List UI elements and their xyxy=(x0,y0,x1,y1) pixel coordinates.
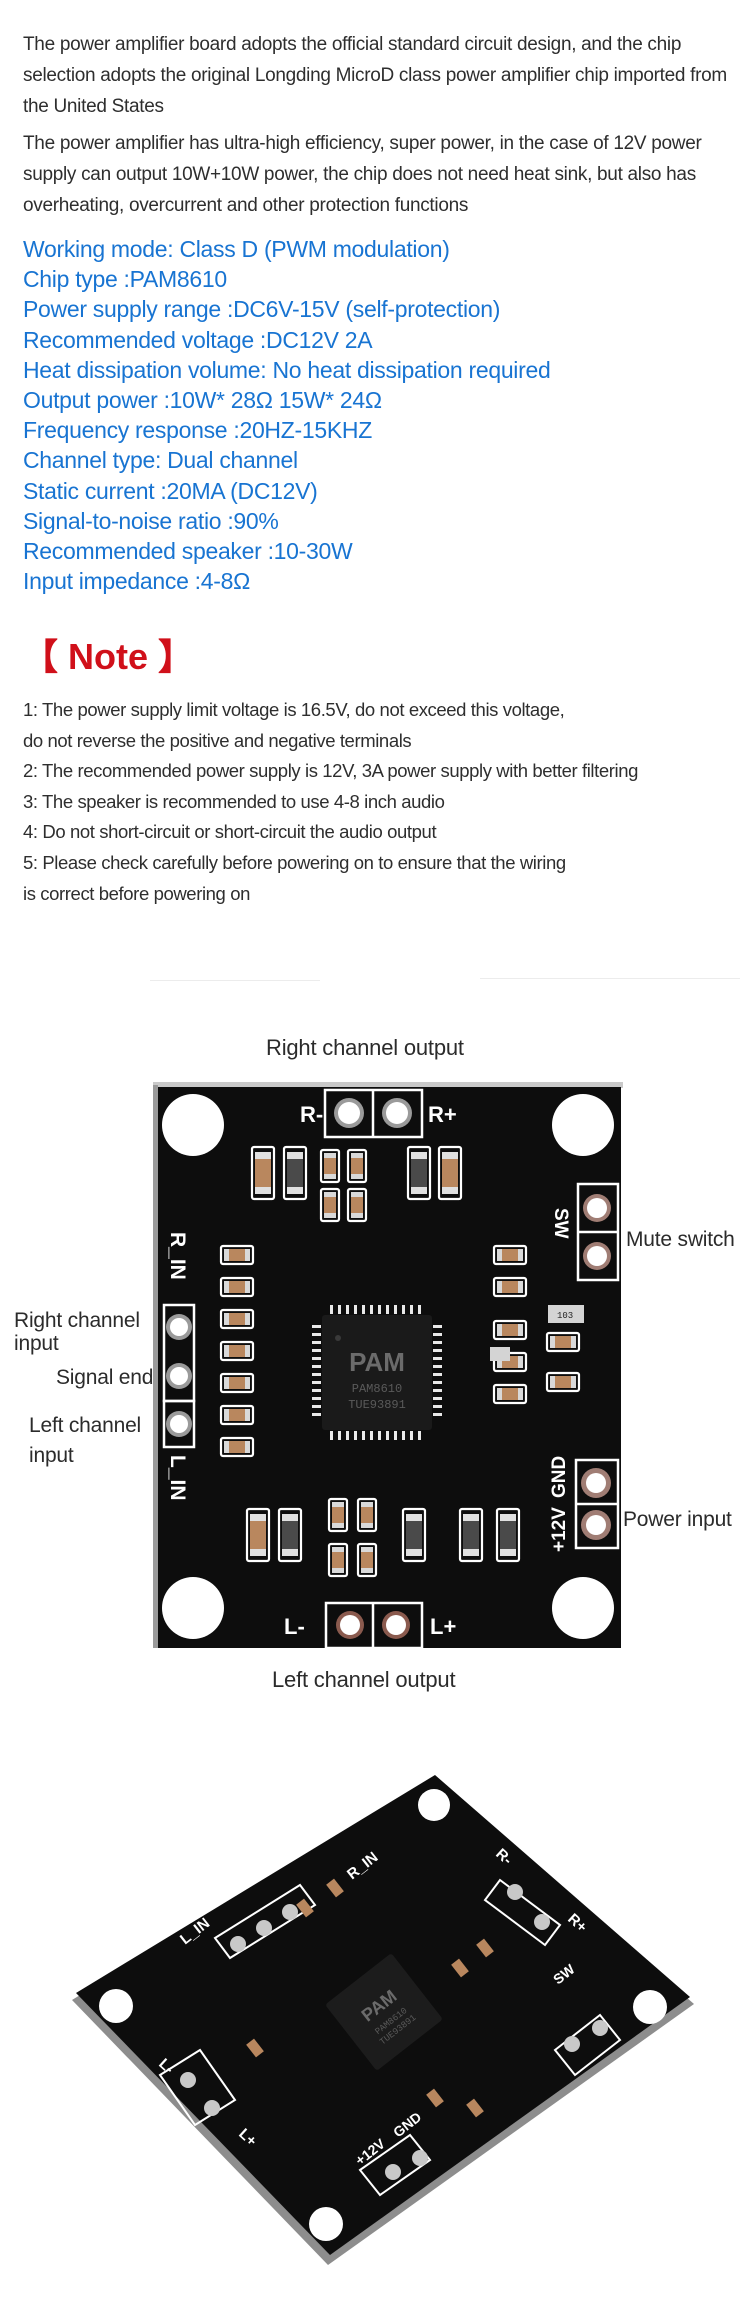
note-line: is correct before powering on xyxy=(23,882,250,904)
mounting-hole xyxy=(162,1094,224,1156)
mounting-hole xyxy=(418,1789,450,1821)
divider xyxy=(480,978,740,979)
spec-recommended-speaker: Recommended speaker :10-30W xyxy=(23,538,353,565)
chip-batch: TUE93891 xyxy=(348,1398,406,1412)
label-right-channel-input-line1: Right channel xyxy=(14,1309,140,1332)
chip-logo: PAM xyxy=(349,1347,405,1377)
board-edge xyxy=(153,1082,623,1088)
pam8610-chip: PAM PAM8610 TUE93891 xyxy=(312,1305,442,1440)
spec-snr: Signal-to-noise ratio :90% xyxy=(23,507,279,534)
spec-working-mode: Working mode: Class D (PWM modulation) xyxy=(23,236,450,262)
label-right-channel-input-line2: input xyxy=(14,1332,59,1355)
label-mute-switch: Mute switch xyxy=(626,1228,735,1251)
note-heading: 【 Note 】 xyxy=(22,636,195,677)
spec-input-impedance: Input impedance :4-8Ω xyxy=(23,568,250,595)
silk-12v: +12V xyxy=(549,1507,570,1552)
mounting-hole xyxy=(99,1989,133,2023)
spec-recommended-voltage: Recommended voltage :DC12V 2A xyxy=(23,326,373,353)
spec-list: Working mode: Class D (PWM modulation) C… xyxy=(23,234,551,596)
silk-l-minus: L- xyxy=(284,1614,305,1639)
spec-chip-type: Chip type :PAM8610 xyxy=(23,266,227,293)
note-line: 3: The speaker is recommended to use 4-8… xyxy=(23,790,445,812)
spec-power-supply-range: Power supply range :DC6V-15V (self-prote… xyxy=(23,296,501,323)
silk-gnd: GND xyxy=(549,1456,570,1498)
spec-static-current: Static current :20MA (DC12V) xyxy=(23,477,318,504)
label-right-channel-output: Right channel output xyxy=(266,1035,464,1060)
resistor-r27 xyxy=(490,1347,510,1361)
silk-r-plus: R+ xyxy=(428,1102,457,1127)
resistor-103 xyxy=(548,1305,584,1323)
mounting-hole xyxy=(552,1094,614,1156)
mounting-hole xyxy=(552,1577,614,1639)
note-line: 5: Please check carefully before powerin… xyxy=(23,851,566,873)
label-signal-end: Signal end xyxy=(56,1366,154,1389)
silk-resistor-103: 103 xyxy=(557,1311,573,1321)
intro-paragraph-1: The power amplifier board adopts the off… xyxy=(23,34,727,117)
label-left-channel-output: Left channel output xyxy=(272,1667,456,1692)
spec-channel-type: Channel type: Dual channel xyxy=(23,447,298,474)
note-line: 4: Do not short-circuit or short-circuit… xyxy=(23,821,437,843)
mounting-hole xyxy=(633,1990,667,2024)
board-top-view: R- R+ 103 xyxy=(153,1082,623,1650)
label-left-channel-input-line2: input xyxy=(29,1444,74,1467)
note-line: 1: The power supply limit voltage is 16.… xyxy=(23,699,565,720)
silk-l-plus: L+ xyxy=(430,1614,456,1639)
intro-paragraph-2: The power amplifier has ultra-high effic… xyxy=(23,133,702,216)
board-edge xyxy=(153,1085,158,1648)
perspective-chip xyxy=(326,1954,442,2070)
spec-frequency-response: Frequency response :20HZ-15KHZ xyxy=(23,417,372,444)
divider xyxy=(150,980,320,981)
label-power-input: Power input xyxy=(623,1508,732,1531)
silk-r-minus: R- xyxy=(300,1102,323,1127)
note-list: 1: The power supply limit voltage is 16.… xyxy=(23,695,750,909)
silk-l-in: L_IN xyxy=(166,1455,189,1501)
mounting-hole xyxy=(309,2207,343,2241)
note-line: do not reverse the positive and negative… xyxy=(23,729,412,751)
silk-r-in: R_IN xyxy=(166,1232,189,1280)
label-left-channel-input-line1: Left channel xyxy=(29,1414,142,1437)
silk-sw: SW xyxy=(550,1208,571,1239)
spec-output-power: Output power :10W* 28Ω 15W* 24Ω xyxy=(23,387,382,414)
chip-model: PAM8610 xyxy=(352,1382,402,1396)
spec-heat-dissipation: Heat dissipation volume: No heat dissipa… xyxy=(23,356,551,383)
mounting-hole xyxy=(162,1577,224,1639)
board-perspective-view: PAM PAM8610 TUE93891 R_IN xyxy=(72,1775,694,2265)
note-line: 2: The recommended power supply is 12V, … xyxy=(23,760,639,782)
